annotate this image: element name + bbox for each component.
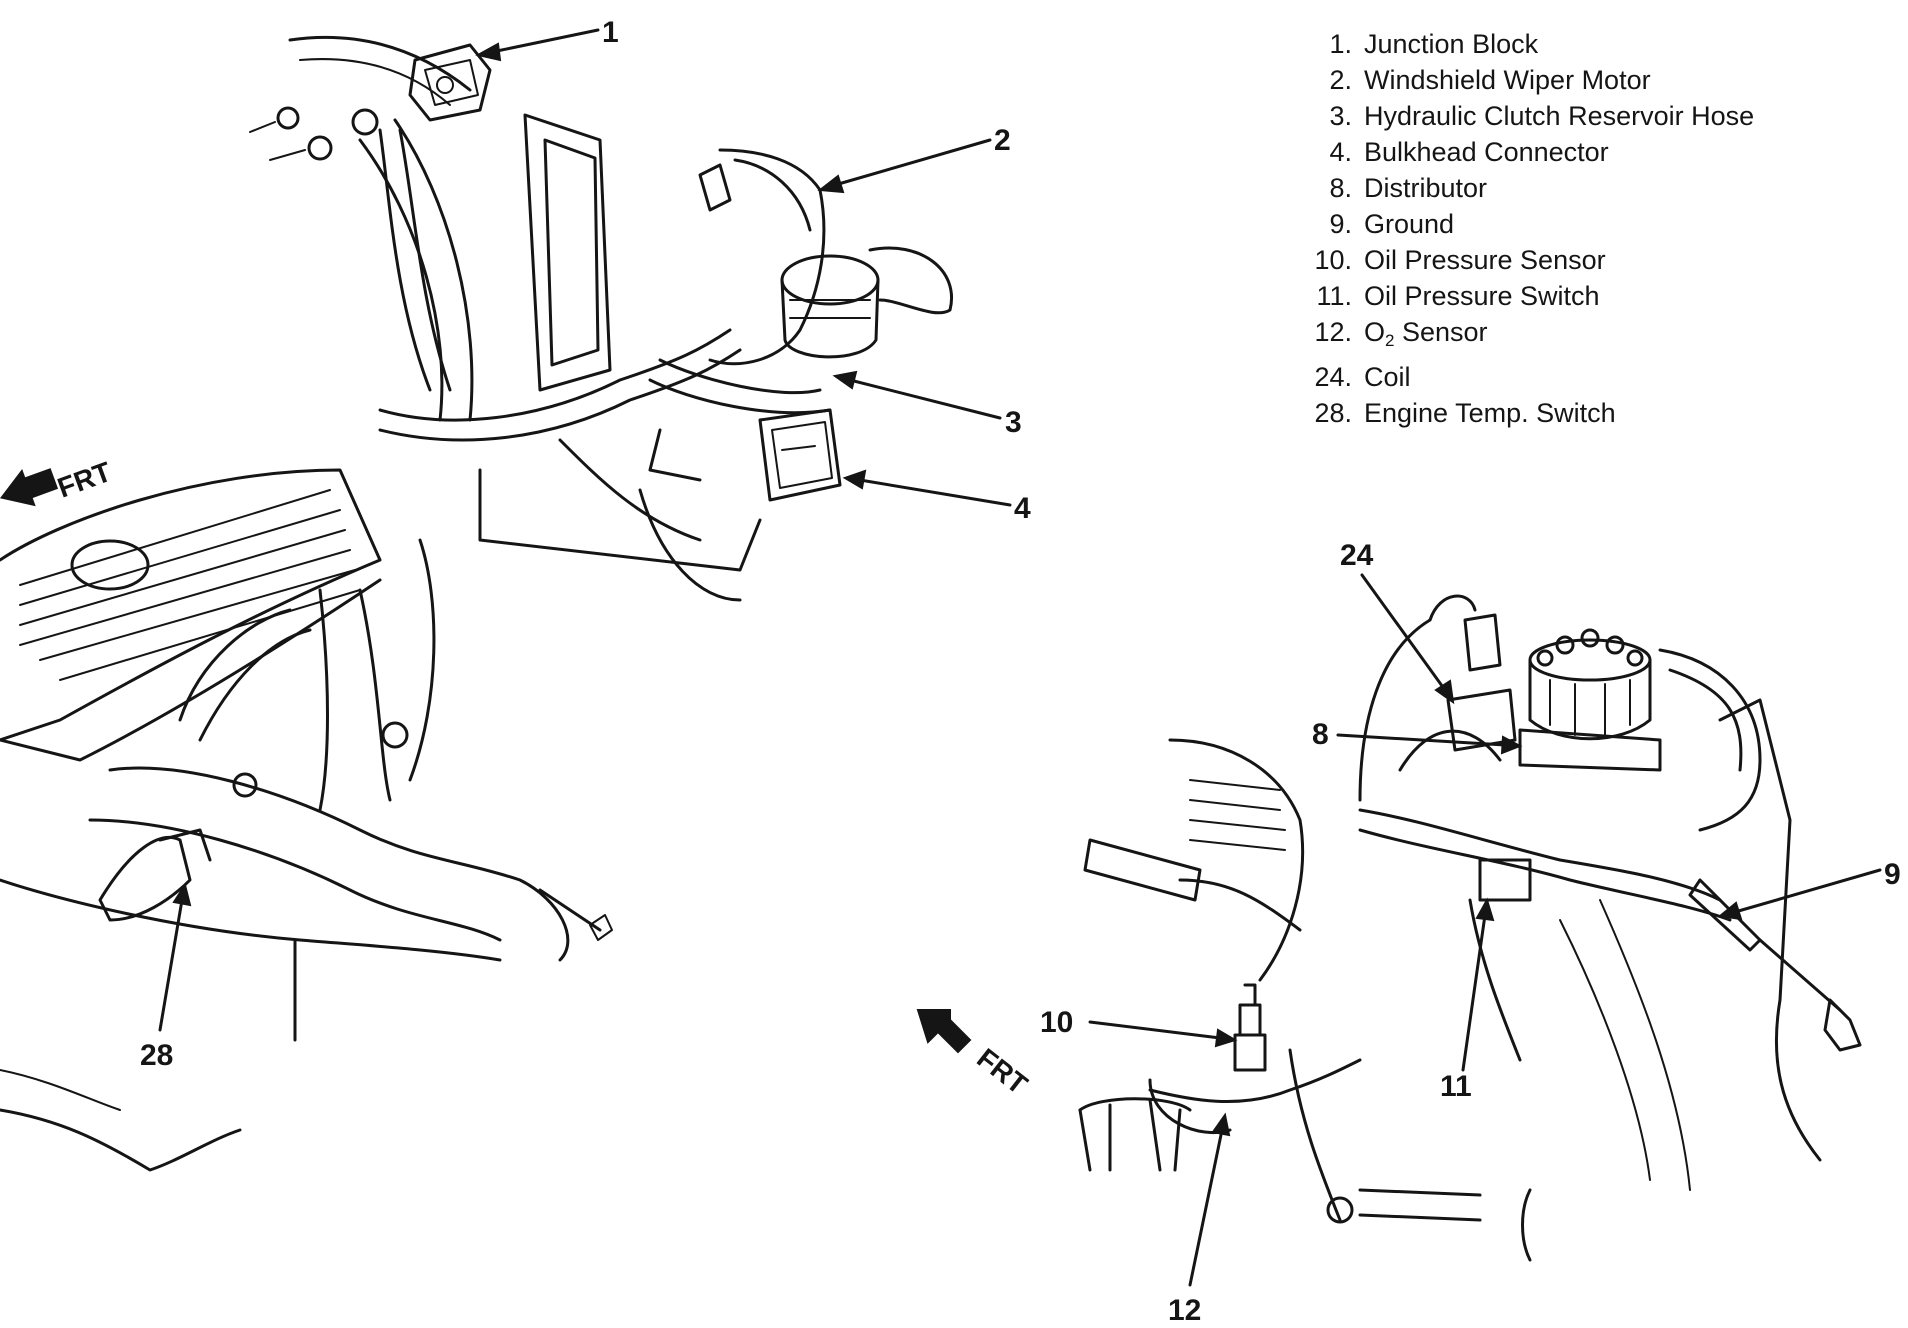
ground-bolt-shape [1688,878,1862,1052]
bulkhead-connector-shape [758,408,842,502]
callout-2: 2 [994,124,1011,157]
legend-item: 24.Coil [1314,362,1411,392]
exhaust-manifold-shape [88,721,613,962]
callout-12: 12 [1168,1294,1201,1327]
legend-item: 4.Bulkhead Connector [1329,137,1609,167]
callout-3: 3 [1005,406,1022,439]
callout-8: 8 [1312,718,1329,751]
legend-item: 2.Windshield Wiper Motor [1329,65,1651,95]
right-engine-view [1078,594,1862,1262]
distributor-shape [1518,628,1662,772]
callout-4: 4 [1014,492,1031,525]
callout-28: 28 [140,1039,173,1072]
legend-item: 8.Distributor [1329,173,1488,203]
legend-item: 12.O2 Sensor [1314,317,1488,350]
legend-item: 10.Oil Pressure Sensor [1314,245,1606,275]
parts-legend: 1.Junction Block 2.Windshield Wiper Moto… [1290,26,1754,431]
frt-label-left: FRT [53,456,115,504]
oil-pressure-switch-shape [1468,858,1532,1062]
legend-item: 11.Oil Pressure Switch [1316,281,1600,311]
callout-9: 9 [1884,858,1901,891]
coil-shape [1428,594,1517,752]
legend-item: 3.Hydraulic Clutch Reservoir Hose [1329,101,1755,131]
frt-label-right: FRT [971,1042,1033,1100]
callout-10: 10 [1040,1006,1073,1039]
callout-leaders [158,28,1882,1287]
legend-item: 1.Junction Block [1329,29,1539,59]
callout-numbers: 1 2 3 4 28 24 8 9 10 11 12 [140,16,1901,1327]
legend-item: 28.Engine Temp. Switch [1314,398,1616,428]
callout-11: 11 [1440,1070,1472,1103]
legend-item: 9.Ground [1329,209,1455,239]
valve-cover-shape [0,468,382,762]
callout-24: 24 [1340,539,1374,572]
frt-arrow-left: FRT [0,456,115,507]
frt-arrow-right: FRT [916,1009,1033,1100]
left-engine-view [0,36,953,1172]
wiper-motor-shape [523,113,953,482]
oil-pressure-sensor-shape [1233,983,1267,1072]
callout-1: 1 [602,16,619,49]
junction-block-shape [408,43,492,122]
